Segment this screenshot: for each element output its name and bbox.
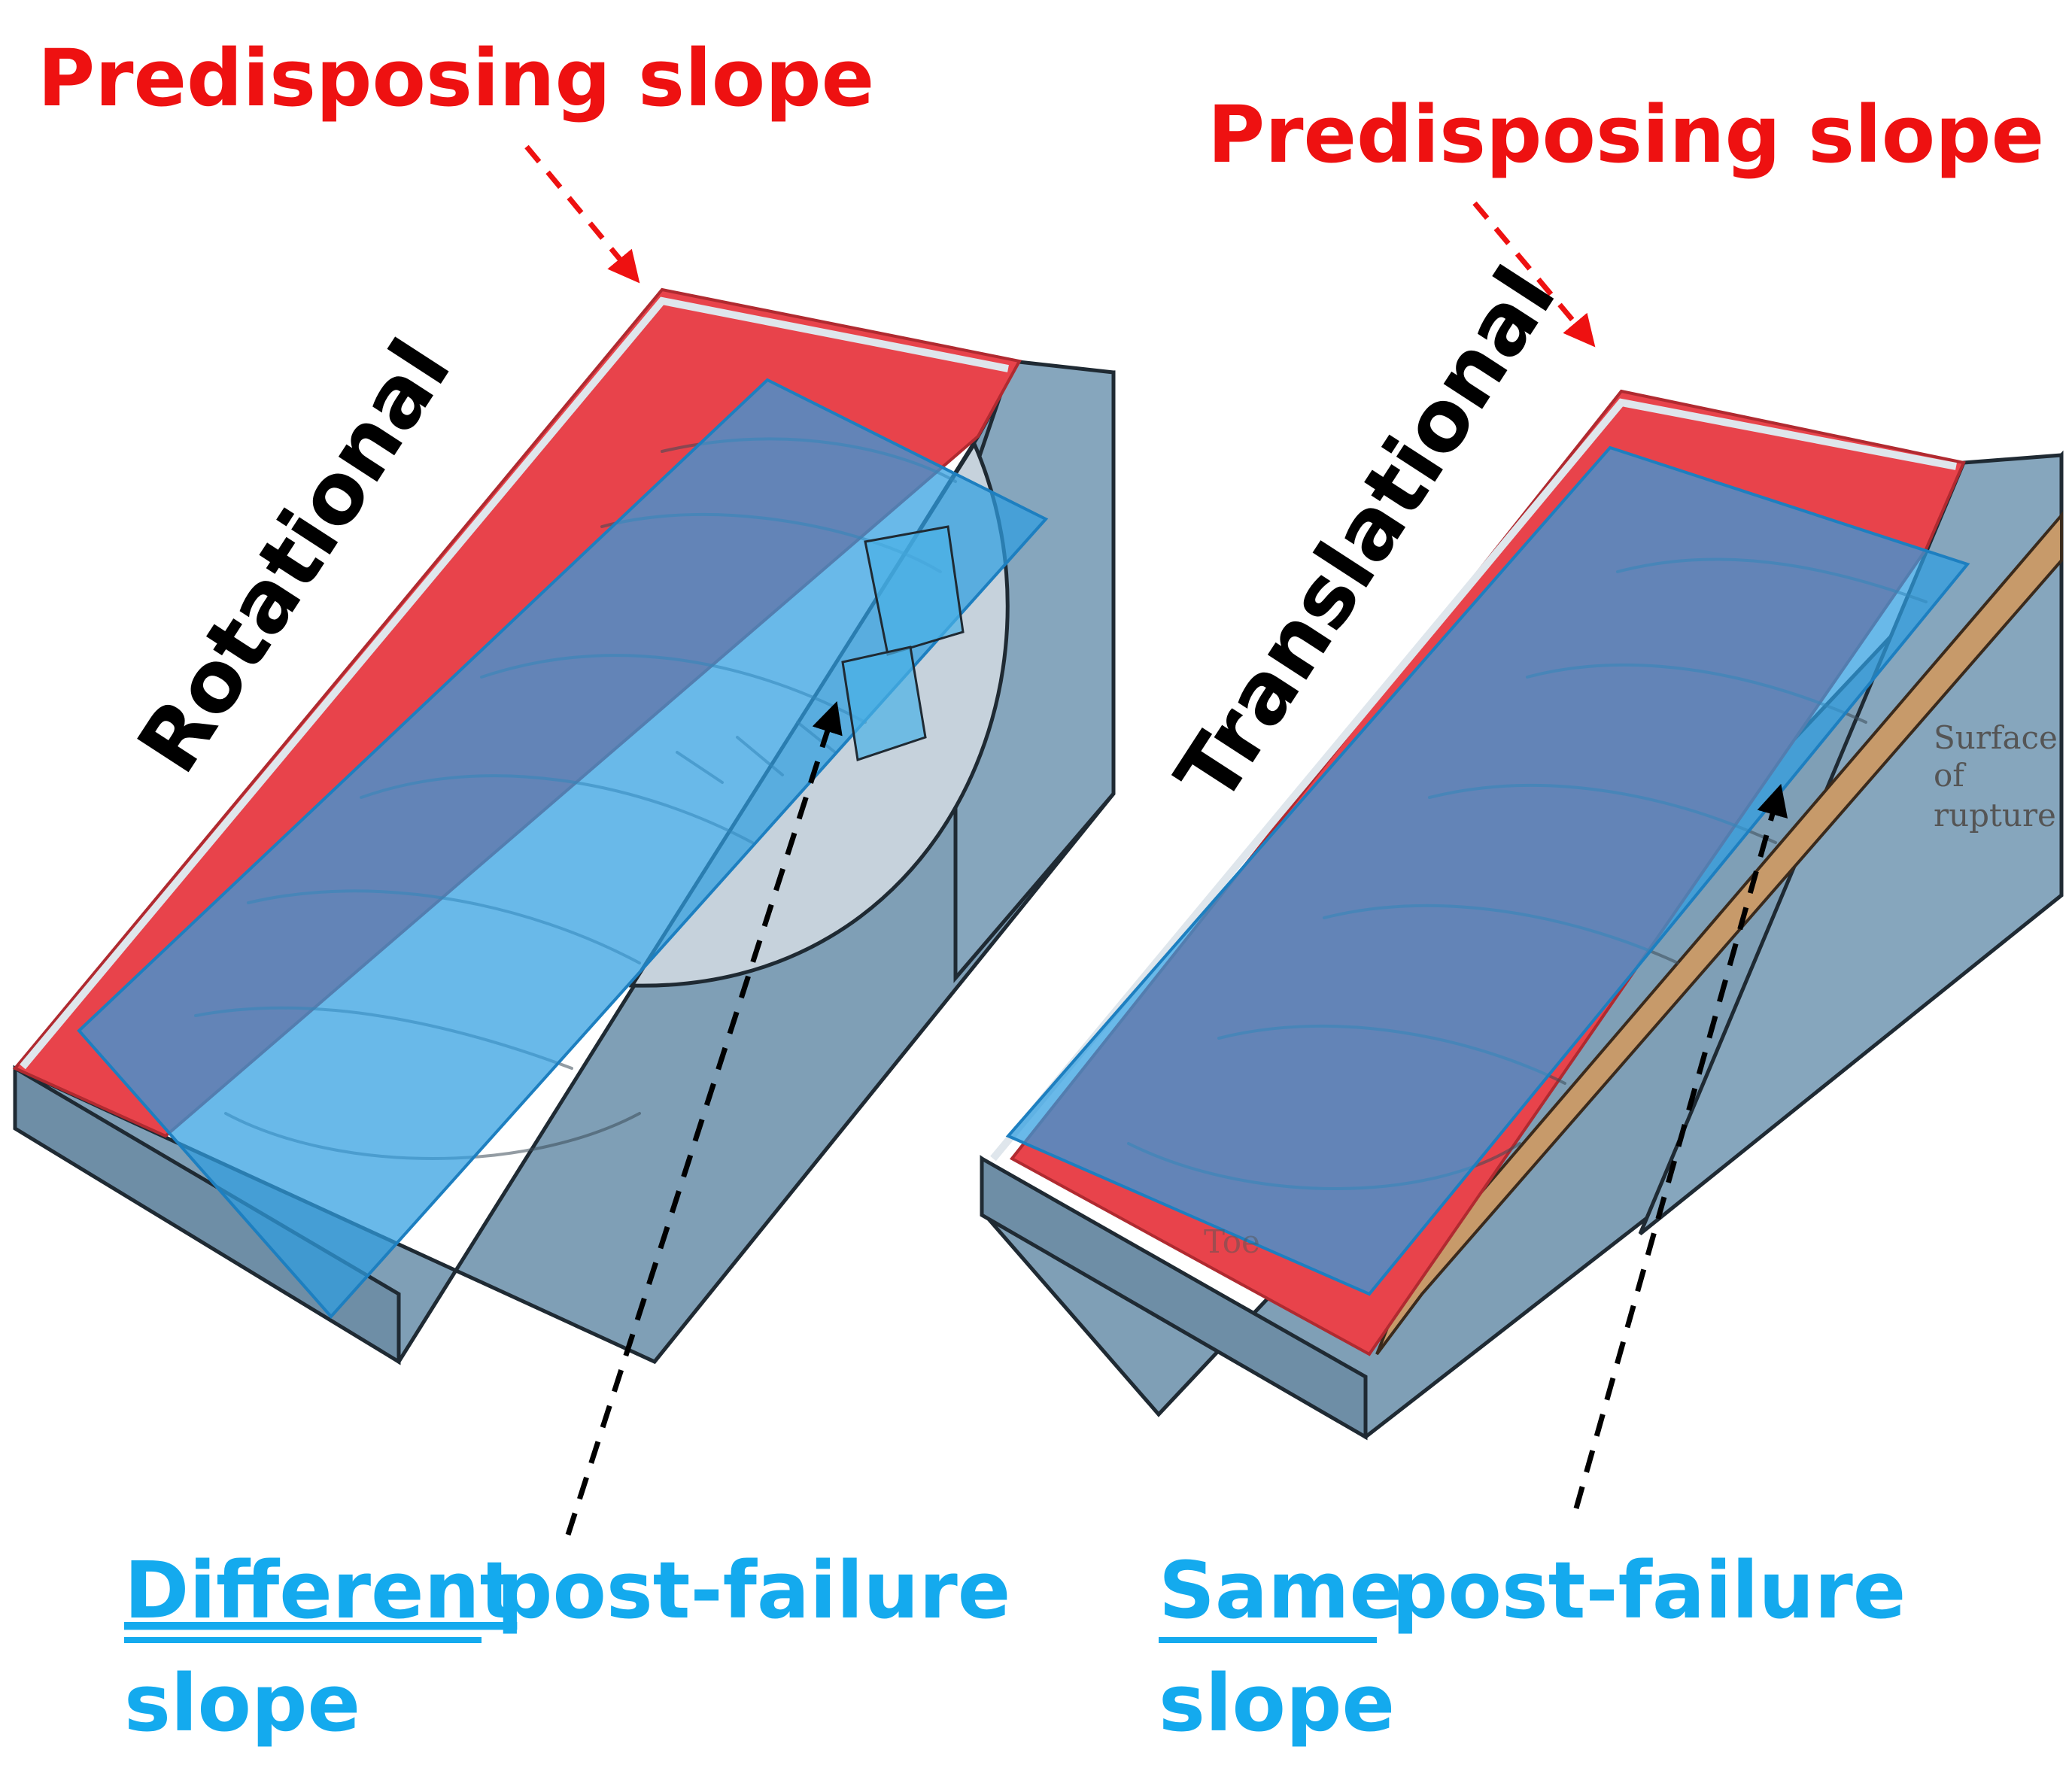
- rotational-post-failure-slope: [77, 378, 1049, 1320]
- right-post-failure-label: Same post-failure slope: [1159, 1545, 1906, 1749]
- left-post-failure-label: Different post-failure slope: [124, 1545, 1010, 1749]
- rupture-label-line2: of: [1934, 757, 1967, 794]
- rupture-label-line3: rupture: [1934, 797, 2056, 834]
- right-predisposing-label: Predisposing slope: [1208, 89, 2044, 181]
- translational-post-failure-slope: [1005, 445, 1970, 1296]
- toe-label: Toe: [1204, 1223, 1260, 1260]
- translational-block-base: [980, 1155, 1368, 1441]
- rotational-block: [12, 287, 1116, 1365]
- rupture-label-line1: Surface: [1934, 719, 2058, 756]
- rotational-scarp: [841, 525, 965, 761]
- dashed-arrow-red: [1472, 201, 1596, 348]
- left-predisposing-label: Predisposing slope: [38, 32, 874, 124]
- dashed-arrow-black: [565, 701, 843, 1536]
- svg-text:slope: slope: [124, 1657, 360, 1749]
- left-emphasis-word: Different: [124, 1545, 517, 1636]
- svg-text:post-failure: post-failure: [1392, 1545, 1906, 1636]
- svg-text:post-failure: post-failure: [497, 1545, 1010, 1636]
- dashed-arrow-red: [524, 144, 640, 284]
- translational-block: [980, 389, 2064, 1441]
- svg-text:Same: Same: [1159, 1545, 1402, 1636]
- dashed-arrow-black: [1573, 783, 1788, 1509]
- right-emphasis-word: Same: [1159, 1545, 1402, 1636]
- svg-text:Different: Different: [124, 1545, 517, 1636]
- svg-text:slope: slope: [1159, 1657, 1395, 1749]
- translational-rupture-layer: [1375, 511, 2063, 1356]
